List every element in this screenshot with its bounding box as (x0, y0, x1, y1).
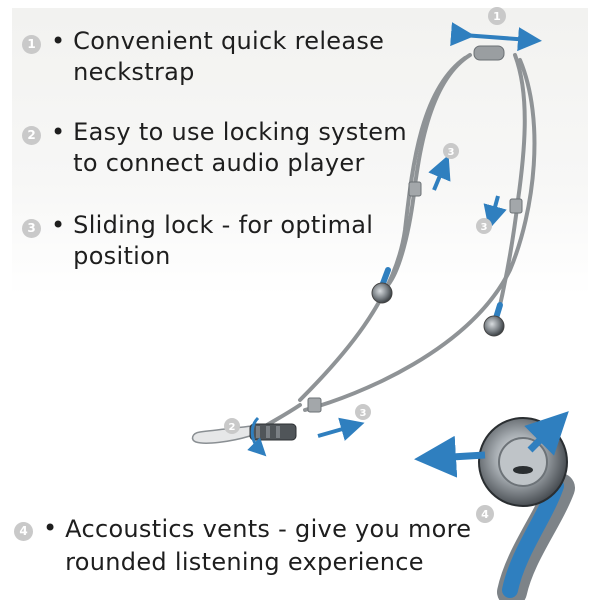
feature-line: to connect audio player (73, 149, 365, 177)
arrow-icon (428, 154, 451, 191)
sliding-lock-side: 3 (476, 195, 523, 234)
feature-number-badge: 2 (22, 126, 41, 145)
sliding-lock-lower: 3 (307, 397, 371, 441)
arrow-icon (414, 435, 486, 478)
bullet-icon: • (51, 118, 66, 146)
feature-number-badge: 4 (14, 522, 33, 541)
left-earbud (371, 267, 393, 304)
bullet-icon: • (43, 514, 58, 542)
bullet-icon: • (51, 211, 66, 239)
feature-line: Convenient quick release (73, 27, 385, 55)
earbud-icon (483, 315, 505, 337)
audio-connector: 2 (191, 416, 297, 457)
numbered-badge-icon (355, 404, 371, 420)
feature-number-badge: 1 (22, 35, 41, 54)
numbered-badge-icon (476, 218, 492, 234)
arrow-icon (247, 416, 267, 457)
svg-text:3: 3 (481, 222, 488, 233)
svg-text:3: 3 (448, 147, 455, 158)
bullet-icon: • (51, 27, 66, 55)
feature-line: rounded listening experience (65, 548, 424, 576)
earbud-closeup: 4 (414, 411, 575, 600)
numbered-badge-icon (476, 505, 494, 523)
feature-line: Accoustics vents - give you more (65, 515, 472, 543)
numbered-badge-icon (443, 143, 459, 159)
sliding-lock-upper: 3 (408, 143, 459, 197)
arrow-icon (483, 195, 507, 230)
feature-text: Convenient quick release neckstrap (73, 26, 384, 88)
feature-line: neckstrap (73, 58, 195, 86)
feature-number-badge: 3 (22, 219, 41, 238)
feature-line: Easy to use locking system (73, 118, 407, 146)
numbered-badge-icon (224, 418, 240, 434)
feature-text: Accoustics vents - give you more rounded… (65, 513, 471, 579)
feature-text: Sliding lock - for optimal position (73, 210, 373, 272)
svg-text:4: 4 (481, 508, 489, 521)
svg-text:1: 1 (493, 10, 501, 23)
earbud-icon (371, 282, 393, 304)
feature-line: Sliding lock - for optimal (73, 211, 374, 239)
neckstrap-cable (260, 53, 537, 430)
feature-item-sliding-lock: 3 • Sliding lock - for optimal position (22, 210, 373, 272)
numbered-badge-icon (488, 7, 506, 25)
feature-line: position (73, 242, 171, 270)
arrow-icon (524, 411, 569, 456)
quick-release-clip: 1 (450, 7, 542, 61)
feature-item-quick-release: 1 • Convenient quick release neckstrap (22, 26, 384, 88)
feature-item-locking-system: 2 • Easy to use locking system to connec… (22, 117, 407, 179)
feature-text: Easy to use locking system to connect au… (73, 117, 407, 179)
acoustic-vent (513, 466, 533, 474)
svg-text:3: 3 (360, 408, 367, 419)
feature-item-acoustic-vents: 4 • Accoustics vents - give you more rou… (14, 513, 471, 579)
svg-text:2: 2 (229, 422, 236, 433)
connector-icon (191, 425, 253, 444)
right-earbud (483, 302, 505, 337)
arrow-icon (317, 417, 365, 441)
arrow-icon (450, 22, 542, 52)
